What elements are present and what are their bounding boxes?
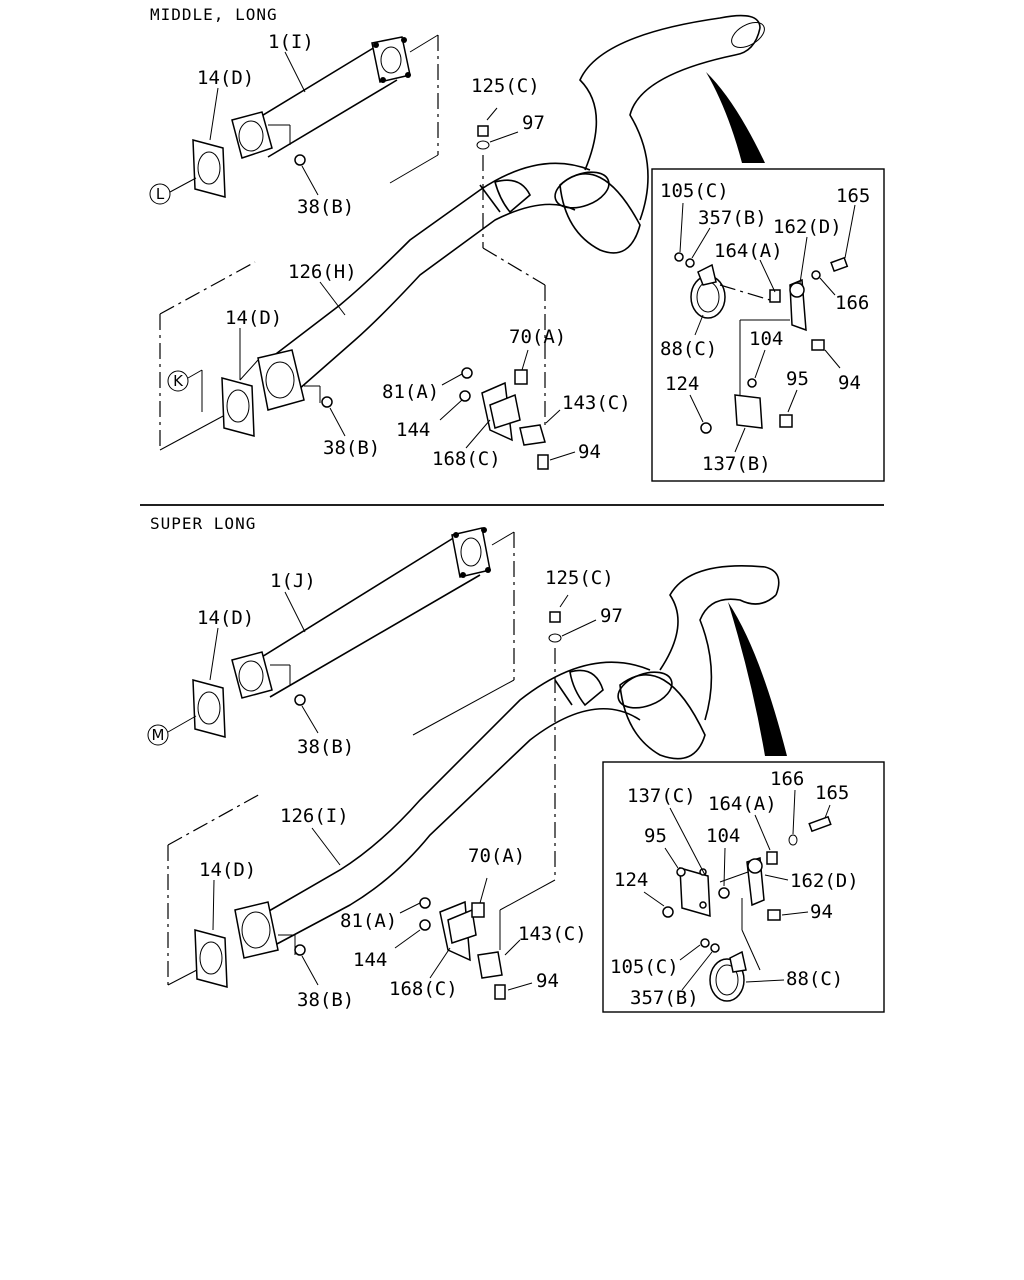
section-title-middle-long: MIDDLE, LONG (150, 5, 278, 24)
inset-label-88-c-b: 88(C) (786, 968, 843, 990)
inset-label-137-c: 137(C) (627, 785, 696, 807)
inset-label-105-c: 105(C) (660, 180, 729, 202)
inset-label-124-b: 124 (614, 869, 648, 891)
inset-label-162-d-b: 162(D) (790, 870, 859, 892)
detail-inset-top: 105(C) 357(B) 162(D) 165 164(A) 166 88(C… (651, 168, 885, 482)
label-125-c-b: 125(C) (545, 567, 614, 589)
inset-label-165: 165 (836, 185, 870, 207)
label-14-d-upper-b: 14(D) (197, 607, 254, 629)
inset-label-166-b: 166 (770, 768, 804, 790)
label-38-b-upper-b: 38(B) (297, 736, 354, 758)
label-81-a-b: 81(A) (340, 910, 397, 932)
detail-pointer-top (706, 72, 765, 163)
label-14-d-lower: 14(D) (225, 307, 282, 329)
label-168-c-b: 168(C) (389, 978, 458, 1000)
inset-label-137-b: 137(B) (702, 453, 771, 475)
inset-label-94-b2: 94 (810, 901, 833, 923)
label-70-a: 70(A) (509, 326, 566, 348)
callout-circle-l-text: L (156, 185, 165, 203)
label-125-c: 125(C) (471, 75, 540, 97)
inset-label-164-a-b: 164(A) (708, 793, 777, 815)
section-super-long: SUPER LONG M (147, 514, 885, 1013)
callout-circle-m (147, 724, 169, 746)
inset-label-124: 124 (665, 373, 699, 395)
label-126-h: 126(H) (288, 261, 357, 283)
label-1-i: 1(I) (268, 31, 314, 53)
label-38-b-lower-b: 38(B) (297, 989, 354, 1011)
callout-circle-m-text: M (152, 726, 165, 744)
label-126-i: 126(I) (280, 805, 349, 827)
section-title-super-long: SUPER LONG (150, 514, 256, 533)
bracket-168-c (459, 349, 549, 470)
label-97: 97 (522, 112, 545, 134)
inset-label-165-b: 165 (815, 782, 849, 804)
bolt-125-c-b (549, 611, 561, 623)
washer-97 (476, 140, 490, 150)
nut-38-b-lower-b (294, 944, 306, 956)
label-38-b-upper: 38(B) (297, 196, 354, 218)
callout-circle-k-text: K (173, 372, 184, 390)
inset-label-162-d: 162(D) (773, 216, 842, 238)
bent-pipe-126-h (257, 14, 765, 411)
detail-inset-bottom: 137(C) 164(A) 166 165 95 104 124 162(D) … (602, 761, 885, 1013)
inset-label-164-a: 164(A) (714, 240, 783, 262)
label-144: 144 (396, 419, 430, 441)
straight-pipe-1-j (231, 527, 515, 736)
label-38-b-lower: 38(B) (323, 437, 380, 459)
inset-label-95-b: 95 (644, 825, 667, 847)
callout-circle-k (167, 370, 189, 392)
washer-97-b (548, 633, 562, 643)
gasket-14-d-lower (221, 377, 255, 437)
label-14-d-upper: 14(D) (197, 67, 254, 89)
inset-label-105-c-b: 105(C) (610, 956, 679, 978)
label-94-b: 94 (536, 970, 559, 992)
inset-label-104: 104 (749, 328, 783, 350)
inset-label-94: 94 (838, 372, 861, 394)
nut-38-b-lower (321, 396, 333, 408)
straight-pipe-1-i (231, 34, 439, 184)
nut-38-b-upper (294, 154, 306, 166)
label-143-c-b: 143(C) (518, 923, 587, 945)
label-168-c: 168(C) (432, 448, 501, 470)
inset-label-104-b: 104 (706, 825, 740, 847)
bracket-168-c-b (419, 877, 506, 1000)
bolt-125-c (477, 125, 489, 137)
gasket-14-d-lower-b (194, 929, 228, 988)
inset-label-95: 95 (786, 368, 809, 390)
label-14-d-lower-b: 14(D) (199, 859, 256, 881)
detail-pointer-bottom (728, 602, 787, 756)
inset-label-357-b: 357(B) (698, 207, 767, 229)
label-1-j: 1(J) (270, 570, 316, 592)
label-143-c: 143(C) (562, 392, 631, 414)
inset-label-88-c: 88(C) (660, 338, 717, 360)
inset-label-357-b-b: 357(B) (630, 987, 699, 1009)
bent-pipe-126-i (234, 565, 780, 959)
inset-label-166: 166 (835, 292, 869, 314)
gasket-14-d-upper (192, 139, 226, 198)
label-81-a: 81(A) (382, 381, 439, 403)
label-97-b: 97 (600, 605, 623, 627)
label-94: 94 (578, 441, 601, 463)
label-70-a-b: 70(A) (468, 845, 525, 867)
section-middle-long: MIDDLE, LONG L (149, 5, 885, 482)
callout-circle-l (149, 183, 171, 205)
nut-38-b-upper-b (294, 694, 306, 706)
label-144-b: 144 (353, 949, 387, 971)
gasket-14-d-upper-b (192, 679, 226, 738)
